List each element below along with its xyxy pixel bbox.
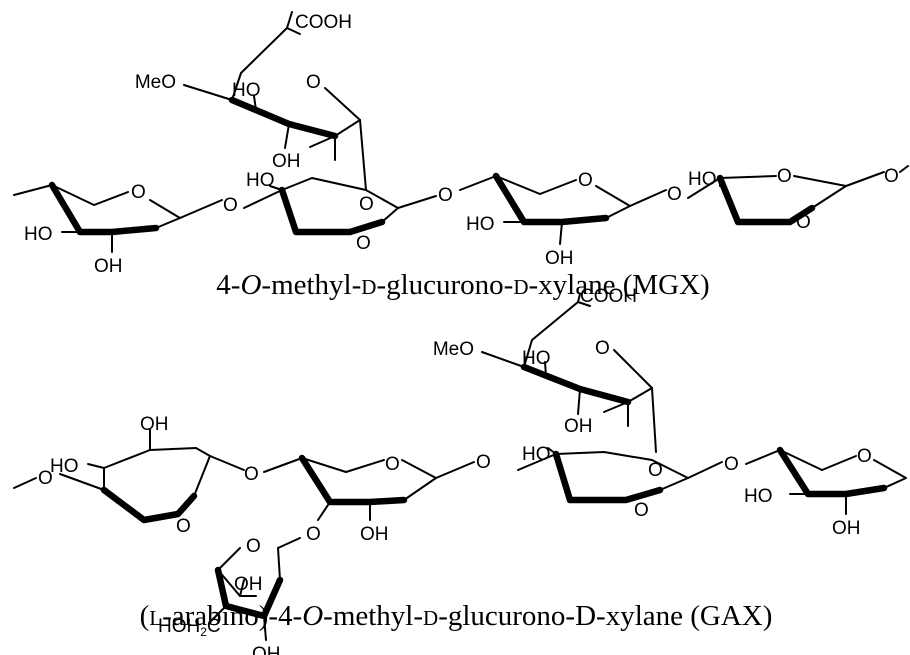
mgx-cooh-label: COOH	[295, 12, 352, 33]
mgx-xylose-2	[243, 177, 437, 236]
mgx-xylose-4	[687, 171, 885, 226]
gax-arabinofuranose-ring	[209, 537, 301, 641]
mgx-xyl1-ho: HO	[24, 224, 53, 245]
gax-glucuronic-acid-ring	[481, 293, 657, 453]
gax-xylose-a	[13, 429, 245, 524]
mgx-xyl4-ho: HO	[688, 169, 717, 190]
gax-ara-link-o: O	[306, 524, 321, 545]
gax-ara-ring-o: O	[246, 536, 261, 557]
mgx-xyl3-ho: HO	[466, 214, 495, 235]
mgx-link-o-2: O	[438, 185, 453, 206]
gax-xyld-oh: OH	[832, 518, 861, 539]
gax-structure: COOH MeO O HO OH O O HO OH O O	[13, 286, 907, 655]
gax-glca-link-o: O	[648, 460, 663, 481]
mgx-xyl4-ring-o-top: O	[777, 166, 792, 187]
gax-xylc-ho: HO	[522, 444, 551, 465]
mgx-glca-oh: OH	[272, 151, 301, 172]
mgx-xyl3-ring-o: O	[578, 170, 593, 191]
gax-glca-ring-o: O	[595, 338, 610, 359]
mgx-xyl2-ring-o: O	[356, 233, 371, 254]
gax-caption: (L-arabino)-4-O-methyl-D-glucurono-D-xyl…	[140, 600, 773, 632]
mgx-link-o-3: O	[667, 184, 682, 205]
mgx-xyl4-ring-o-bottom: O	[796, 212, 811, 233]
gax-xylc-ring-o: O	[634, 500, 649, 521]
mgx-glca-link-o: O	[359, 194, 374, 215]
mgx-glca-ho: HO	[232, 80, 261, 101]
gax-glca-ho: HO	[522, 348, 551, 369]
gax-link-o-1: O	[244, 464, 259, 485]
gax-xylb-ring-o: O	[385, 454, 400, 475]
gax-xylb-oh: OH	[360, 524, 389, 545]
gax-link-o-3: O	[724, 454, 739, 475]
gax-xylose-d	[745, 446, 907, 515]
mgx-xyl1-ring-o: O	[131, 182, 146, 203]
mgx-meo-label: MeO	[135, 72, 176, 93]
mgx-xyl3-oh: OH	[545, 248, 574, 269]
gax-xyla-ring-o: O	[176, 516, 191, 537]
gax-xylose-c	[517, 447, 723, 504]
mgx-link-o-end: O	[884, 166, 899, 187]
gax-ara-oh-bottom: OH	[252, 644, 281, 655]
gax-link-o-2: O	[476, 452, 491, 473]
gax-xyla-ho: HO	[50, 456, 79, 477]
gax-meo-label: MeO	[433, 339, 474, 360]
gax-glca-oh: OH	[564, 416, 593, 437]
gax-ara-hoh2c-label: HOH2C	[158, 616, 221, 639]
mgx-glucuronic-acid-ring	[183, 11, 367, 191]
gax-xyld-ho: HO	[744, 486, 773, 507]
mgx-link-o-1: O	[223, 195, 238, 216]
mgx-glca-ring-o: O	[306, 72, 321, 93]
gax-xyld-ring-o: O	[857, 446, 872, 467]
mgx-xyl1-oh: OH	[94, 256, 123, 277]
mgx-xylose-1	[13, 181, 223, 253]
gax-xyla-o-methyl: O	[38, 468, 53, 489]
mgx-structure: COOH MeO O HO OH O O HO OH O HO O	[13, 11, 909, 301]
mgx-caption: 4-O-methyl-D-glucurono-D-xylane (MGX)	[216, 269, 709, 301]
mgx-xyl2-ho: HO	[246, 170, 275, 191]
mgx-xylose-3	[459, 172, 667, 245]
gax-xyla-oh: OH	[140, 414, 169, 435]
gax-cooh-label: COOH	[580, 286, 637, 307]
gax-xylose-b	[263, 454, 475, 521]
gax-ara-oh-top: OH	[234, 574, 263, 595]
